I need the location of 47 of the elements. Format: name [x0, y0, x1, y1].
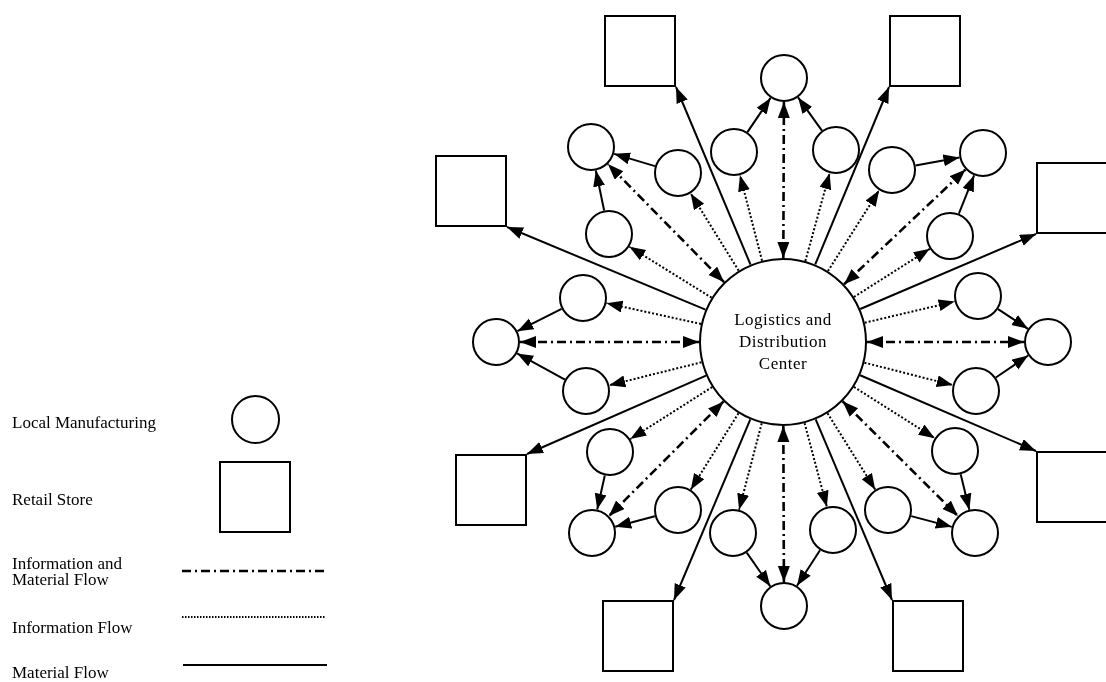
legend-label: Local Manufacturing	[12, 415, 156, 431]
retail-store-box	[889, 15, 961, 87]
arrow	[841, 400, 959, 517]
arrow	[994, 354, 1030, 379]
legend-label: Retail Store	[12, 492, 93, 508]
arrow	[526, 374, 708, 455]
arrow	[606, 163, 725, 284]
arrow	[859, 374, 1037, 452]
retail-store-box	[1036, 451, 1106, 523]
arrow	[629, 386, 714, 441]
arrow	[814, 418, 893, 601]
arrow	[859, 233, 1037, 310]
legend-label: Information and Material Flow	[12, 556, 123, 588]
arrow	[797, 96, 823, 132]
arrow	[852, 385, 936, 440]
arrow	[673, 418, 752, 601]
legend-label: Material Flow	[12, 665, 109, 681]
arrow	[628, 245, 713, 299]
retail-store-box	[435, 155, 507, 227]
arrow	[746, 96, 772, 134]
arrow	[863, 361, 954, 387]
arrow	[777, 426, 790, 582]
arrow	[959, 473, 972, 511]
node-label: Logistics and Distribution Center	[733, 309, 833, 375]
retail-store-box	[602, 600, 674, 672]
arrow	[745, 551, 772, 588]
arrow	[867, 336, 1024, 348]
arrow	[852, 247, 931, 298]
arrow	[675, 86, 752, 266]
arrow	[593, 169, 606, 212]
arrow	[997, 308, 1029, 330]
arrow	[520, 336, 699, 348]
arrow	[516, 352, 566, 381]
retail-store-box	[1036, 162, 1106, 234]
retail-store-box	[892, 600, 964, 672]
arrow	[506, 226, 707, 311]
arrow	[608, 400, 725, 517]
arrow	[843, 168, 967, 286]
arrow	[814, 86, 890, 266]
retail-store-box	[604, 15, 676, 87]
arrow	[863, 299, 956, 324]
retail-store-box	[455, 454, 527, 526]
arrow	[826, 189, 881, 273]
arrow	[689, 192, 740, 272]
arrow	[594, 474, 607, 511]
arrow	[777, 102, 790, 258]
legend-label: Information Flow	[12, 620, 133, 636]
